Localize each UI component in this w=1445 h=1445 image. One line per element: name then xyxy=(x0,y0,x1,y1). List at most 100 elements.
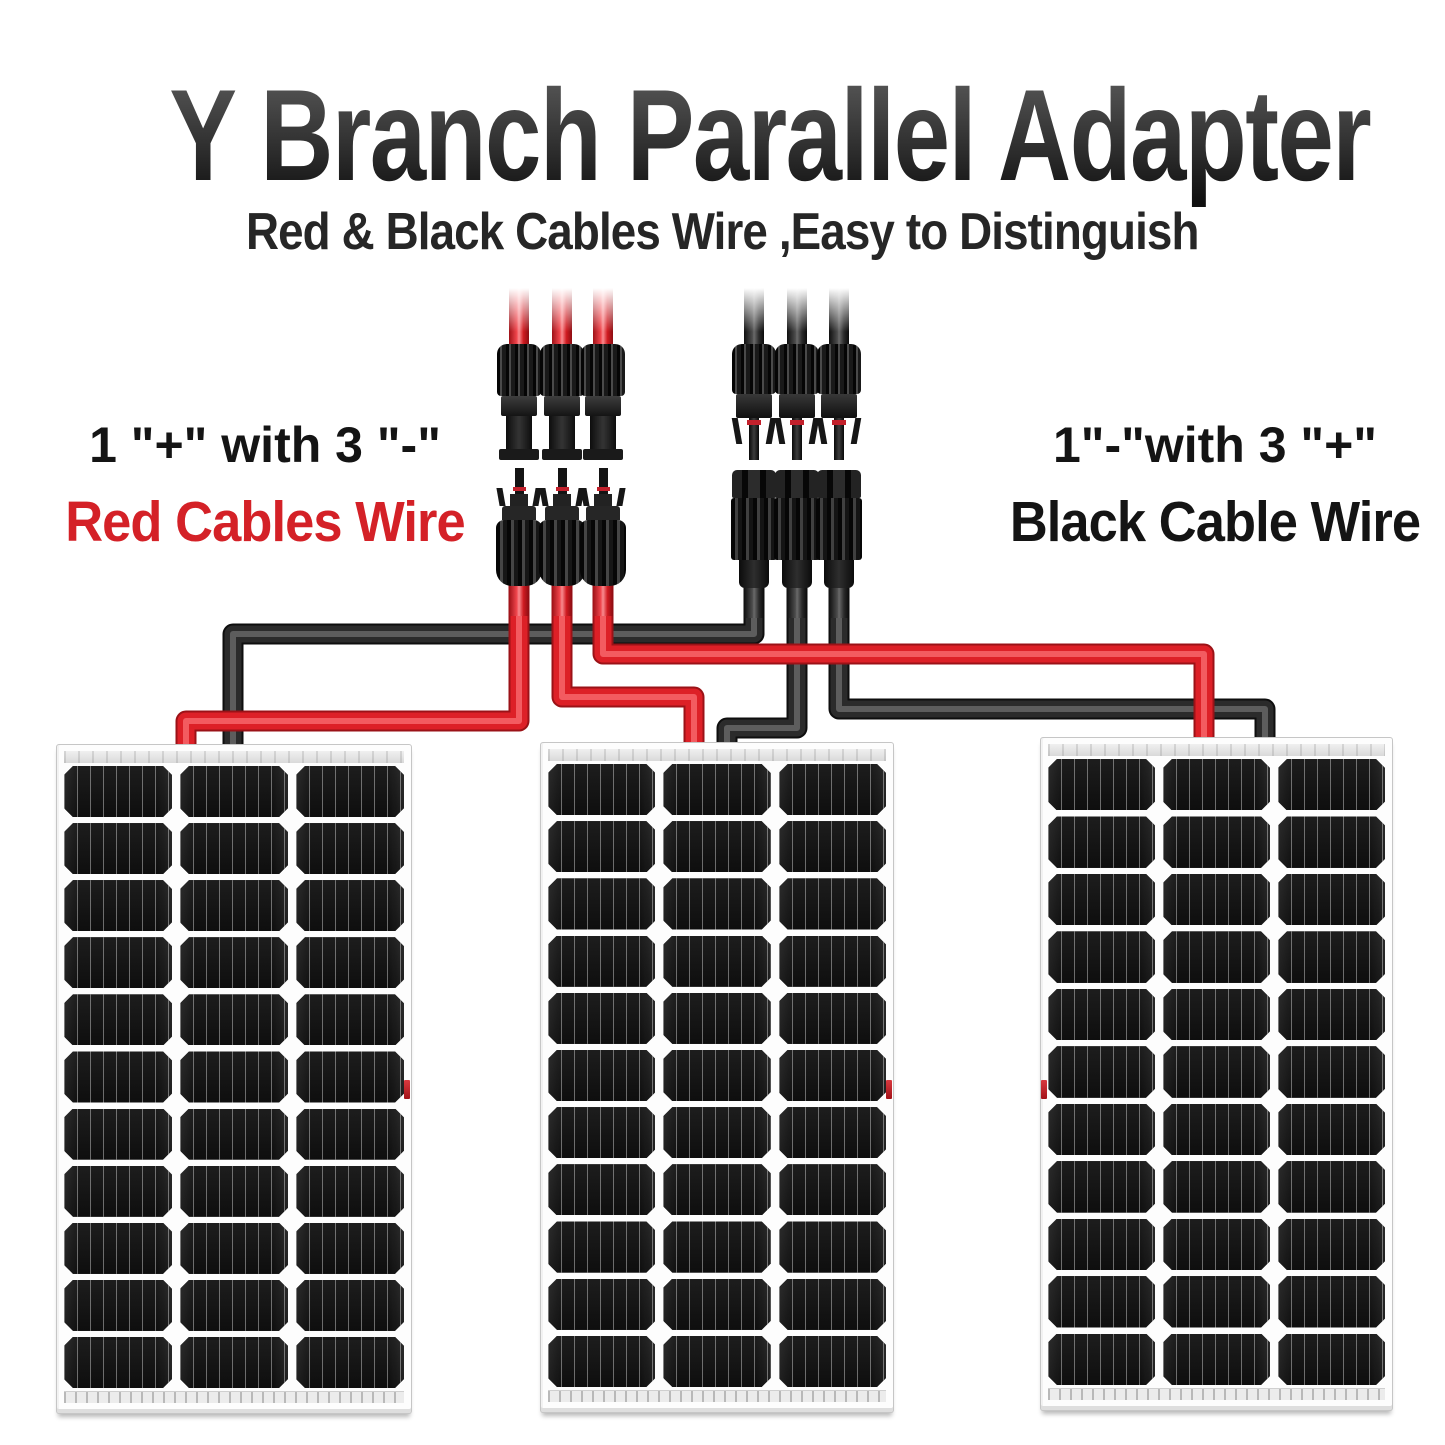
solar-cell xyxy=(779,1107,886,1158)
solar-cell xyxy=(779,1221,886,1272)
solar-cell xyxy=(296,994,404,1045)
solar-cell xyxy=(296,937,404,988)
mc4-male-collar xyxy=(502,506,536,520)
solar-cell xyxy=(64,937,172,988)
solar-cell xyxy=(64,823,172,874)
solar-cell xyxy=(779,764,886,815)
solar-cell xyxy=(548,821,655,872)
solar-cell xyxy=(64,766,172,817)
solar-cell xyxy=(180,937,288,988)
solar-cell xyxy=(548,1050,655,1101)
solar-cell xyxy=(296,766,404,817)
connector-column xyxy=(580,288,626,616)
red-oring xyxy=(596,487,610,491)
mc4-male-collar xyxy=(545,506,579,520)
black-wire-1 xyxy=(230,572,757,762)
mc4-socket-taper xyxy=(824,560,854,588)
black-wire-3 xyxy=(836,572,1268,752)
connector-column xyxy=(774,288,820,618)
mc4-female-body xyxy=(544,396,580,416)
solar-cell xyxy=(663,993,770,1044)
red-cable-top xyxy=(509,288,529,344)
solar-cell xyxy=(64,994,172,1045)
panel-top-strip xyxy=(1048,744,1385,756)
panel-top-strip xyxy=(64,751,404,763)
solar-cell xyxy=(548,1164,655,1215)
solar-panel-3 xyxy=(1040,737,1393,1411)
right-label: 1"-"with 3 "+" Black Cable Wire xyxy=(980,414,1445,560)
solar-cell xyxy=(1278,1046,1385,1097)
red-cable-top xyxy=(552,288,572,344)
solar-cell xyxy=(779,1279,886,1330)
solar-cell xyxy=(548,1279,655,1330)
panel-bottom-strip xyxy=(548,1390,886,1402)
mc4-body xyxy=(736,394,772,418)
black-wire-1 xyxy=(222,572,765,762)
red-clip xyxy=(886,1080,892,1099)
black-wire-1 xyxy=(224,572,763,762)
solar-cell xyxy=(663,1336,770,1387)
solar-cell xyxy=(779,821,886,872)
solar-cell xyxy=(548,993,655,1044)
solar-cell xyxy=(548,764,655,815)
solar-cell xyxy=(1048,816,1155,867)
solar-cell xyxy=(779,993,886,1044)
mc4-female-snout xyxy=(583,416,623,460)
solar-cell xyxy=(779,936,886,987)
left-label-line1: 1 "+" with 3 "-" xyxy=(89,417,441,473)
connector-column xyxy=(731,288,777,618)
solar-cell xyxy=(296,1166,404,1217)
black-cable-bottom xyxy=(829,588,849,618)
panel-top-strip xyxy=(548,749,886,761)
red-wire-1 xyxy=(183,572,522,762)
solar-cell xyxy=(64,880,172,931)
black-cable-top xyxy=(787,288,807,344)
mc4-female-cap xyxy=(581,344,625,396)
solar-cell xyxy=(779,1164,886,1215)
red-oring xyxy=(512,487,526,491)
solar-cell xyxy=(1048,1161,1155,1212)
solar-cell xyxy=(1048,1046,1155,1097)
solar-cell xyxy=(296,1280,404,1331)
red-wire-2 xyxy=(559,572,697,762)
mc4-body xyxy=(821,394,857,418)
solar-cell xyxy=(1278,1276,1385,1327)
solar-cell xyxy=(180,1223,288,1274)
left-label-line2: Red Cables Wire xyxy=(65,490,465,554)
solar-cell xyxy=(296,880,404,931)
solar-cell xyxy=(548,1336,655,1387)
solar-cell xyxy=(64,1280,172,1331)
mc4-socket-top xyxy=(732,470,776,498)
solar-cell xyxy=(180,994,288,1045)
solar-cell xyxy=(548,936,655,987)
solar-cell xyxy=(1278,816,1385,867)
red-oring xyxy=(832,420,846,425)
mc4-female-cap xyxy=(540,344,584,396)
solar-cell xyxy=(1048,874,1155,925)
solar-cell xyxy=(1163,1276,1270,1327)
solar-cell xyxy=(1163,1334,1270,1385)
solar-cell xyxy=(663,878,770,929)
solar-cell xyxy=(779,1050,886,1101)
solar-cell xyxy=(1048,931,1155,982)
connector-column xyxy=(816,288,862,618)
page-title: Y Branch Parallel Adapter xyxy=(0,60,1445,251)
solar-cell xyxy=(296,823,404,874)
solar-cell xyxy=(1163,816,1270,867)
page-subtitle: Red & Black Cables Wire ,Easy to Disting… xyxy=(0,200,1445,277)
mc4-socket-body xyxy=(816,498,862,560)
solar-cell xyxy=(1278,874,1385,925)
solar-cell xyxy=(180,1280,288,1331)
solar-cell xyxy=(1048,1219,1155,1270)
mc4-female-body xyxy=(501,396,537,416)
solar-cell xyxy=(663,1050,770,1101)
panel-bottom-strip xyxy=(1048,1388,1385,1400)
right-label-line1: 1"-"with 3 "+" xyxy=(1052,417,1378,473)
solar-cell xyxy=(296,1223,404,1274)
connector-column xyxy=(539,288,585,616)
red-cable-top xyxy=(593,288,613,344)
solar-cell xyxy=(1048,1334,1155,1385)
solar-cell xyxy=(296,1109,404,1160)
solar-cell xyxy=(663,821,770,872)
